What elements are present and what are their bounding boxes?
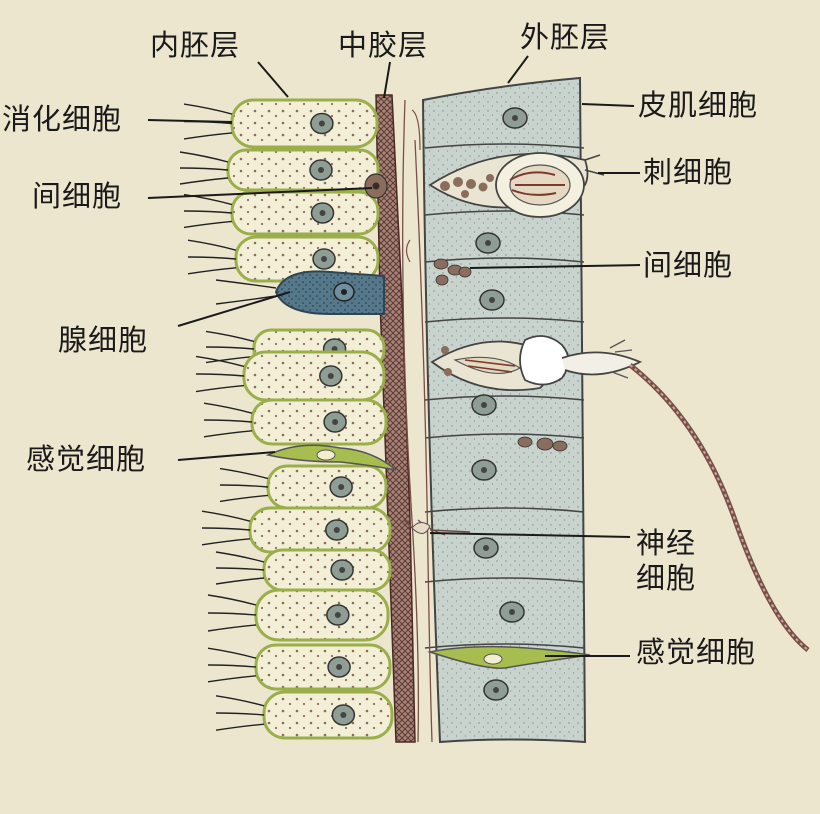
label-interstitial-cell-left: 间细胞 <box>32 179 123 213</box>
ectoderm-nucleus <box>475 232 501 254</box>
digestive-cell <box>201 506 392 554</box>
ectoderm-nucleus <box>479 289 505 311</box>
leader-lines <box>147 55 641 657</box>
ectoderm-nucleus <box>502 107 528 129</box>
ectoderm-sensory-cell <box>427 645 591 669</box>
digestive-cell <box>179 148 380 192</box>
endoderm-sensory-cell <box>265 444 397 471</box>
digestive-cell <box>195 350 386 402</box>
label-nerve-cell: 神经细胞 <box>636 526 697 595</box>
label-epitheliomuscular-cell: 皮肌细胞 <box>638 88 759 122</box>
mesoglea-layer <box>375 94 446 743</box>
digestive-cell <box>183 190 380 236</box>
label-interstitial-cell-right: 间细胞 <box>643 248 734 282</box>
ectoderm-nucleus <box>471 459 497 481</box>
endoderm-layer <box>179 98 397 740</box>
label-sensory-cell-left: 感觉细胞 <box>26 442 147 476</box>
ectoderm-nucleus <box>483 679 509 701</box>
digestive-cell <box>183 98 379 149</box>
label-sensory-cell-right: 感觉细胞 <box>636 635 757 669</box>
ectoderm-layer <box>421 76 587 744</box>
digestive-cell <box>219 464 388 510</box>
digestive-cell <box>207 588 390 642</box>
label-ectoderm: 外胚层 <box>520 20 611 54</box>
cnidocyte-lower <box>430 335 810 652</box>
ectoderm-nucleus <box>471 394 497 416</box>
endoderm-interstitial-cell <box>364 173 388 199</box>
nerve-cell <box>403 519 471 534</box>
label-cnidocyte: 刺细胞 <box>643 155 734 189</box>
label-endoderm: 内胚层 <box>150 28 241 62</box>
ectoderm-sensory-nucleus <box>483 653 503 665</box>
digestive-cell <box>215 548 392 592</box>
label-digestive-cell: 消化细胞 <box>2 102 123 136</box>
ectoderm-nucleus <box>499 601 525 623</box>
ectoderm-interstitial-cells <box>433 258 568 452</box>
digestive-cell <box>187 235 380 283</box>
label-mesoglea: 中胶层 <box>338 28 429 62</box>
label-gland-cell: 腺细胞 <box>58 323 149 357</box>
cnidocyte-upper <box>428 152 605 218</box>
digestive-cell <box>207 643 392 691</box>
digestive-cell <box>203 398 388 446</box>
ectoderm-nucleus <box>473 537 499 559</box>
digestive-cell <box>215 690 394 740</box>
